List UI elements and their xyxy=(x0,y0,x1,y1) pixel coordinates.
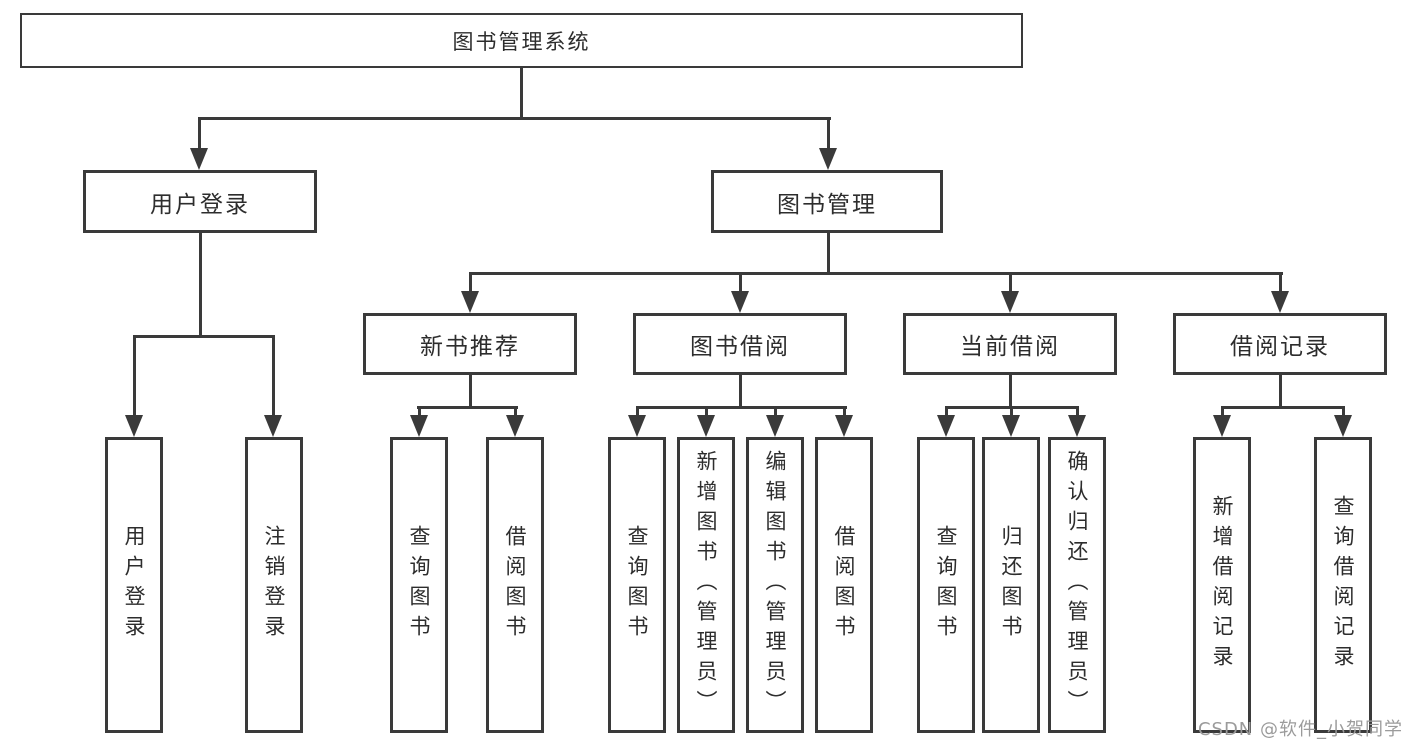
arrow-down-icon xyxy=(190,148,208,170)
leaf-query-book: 查询图书 xyxy=(390,437,448,733)
connector-line xyxy=(418,406,421,418)
connector-line xyxy=(133,335,275,338)
leaf-borrow-book: 借阅图书 xyxy=(486,437,544,733)
arrow-down-icon xyxy=(1002,415,1020,437)
arrow-down-icon xyxy=(835,415,853,437)
leaf-logout: 注销登录 xyxy=(245,437,303,733)
connector-line xyxy=(636,406,639,418)
leaf-add-book-admin: 新增图书（管理员） xyxy=(677,437,735,733)
leaf-add-borrow-record: 新增借阅记录 xyxy=(1193,437,1251,733)
node-root: 图书管理系统 xyxy=(20,13,1023,68)
connector-line xyxy=(272,335,275,417)
arrow-down-icon xyxy=(628,415,646,437)
connector-line xyxy=(1221,406,1345,409)
arrow-down-icon xyxy=(461,291,479,313)
leaf-query-borrow-record: 查询借阅记录 xyxy=(1314,437,1372,733)
connector-line xyxy=(199,233,202,338)
connector-line xyxy=(520,68,523,120)
connector-line xyxy=(1009,375,1012,409)
watermark: CSDN @软件_小贺同学 xyxy=(1197,719,1403,740)
connector-line xyxy=(705,406,708,418)
connector-line xyxy=(827,117,830,150)
connector-line xyxy=(198,117,201,150)
connector-line xyxy=(774,406,777,418)
arrow-down-icon xyxy=(410,415,428,437)
arrow-down-icon xyxy=(1334,415,1352,437)
connector-line xyxy=(843,406,846,418)
arrow-down-icon xyxy=(506,415,524,437)
leaf-edit-book-admin: 编辑图书（管理员） xyxy=(746,437,804,733)
node-current-borrow: 当前借阅 xyxy=(903,313,1117,375)
arrow-down-icon xyxy=(937,415,955,437)
connector-line xyxy=(469,375,472,409)
arrow-down-icon xyxy=(731,291,749,313)
arrow-down-icon xyxy=(1001,291,1019,313)
node-book-management: 图书管理 xyxy=(711,170,943,233)
connector-line xyxy=(469,272,472,294)
leaf-query-book: 查询图书 xyxy=(917,437,975,733)
arrow-down-icon xyxy=(697,415,715,437)
connector-line xyxy=(417,406,518,409)
arrow-down-icon xyxy=(819,148,837,170)
node-new-book-recommend: 新书推荐 xyxy=(363,313,577,375)
node-book-borrow: 图书借阅 xyxy=(633,313,847,375)
leaf-confirm-return-admin: 确认归还（管理员） xyxy=(1048,437,1106,733)
connector-line xyxy=(739,375,742,409)
connector-line xyxy=(133,335,136,417)
connector-line xyxy=(469,272,1283,275)
connector-line xyxy=(945,406,948,418)
leaf-query-book: 查询图书 xyxy=(608,437,666,733)
connector-line xyxy=(1342,406,1345,418)
connector-line xyxy=(1076,406,1079,418)
leaf-borrow-book: 借阅图书 xyxy=(815,437,873,733)
arrow-down-icon xyxy=(766,415,784,437)
connector-line xyxy=(1221,406,1224,418)
connector-line xyxy=(739,272,742,294)
arrow-down-icon xyxy=(1068,415,1086,437)
node-borrow-record: 借阅记录 xyxy=(1173,313,1387,375)
arrow-down-icon xyxy=(1213,415,1231,437)
arrow-down-icon xyxy=(264,415,282,437)
connector-line xyxy=(1010,406,1013,418)
node-user-login: 用户登录 xyxy=(83,170,317,233)
arrow-down-icon xyxy=(125,415,143,437)
leaf-user-login: 用户登录 xyxy=(105,437,163,733)
connector-line xyxy=(1279,375,1282,409)
connector-line xyxy=(1009,272,1012,294)
connector-line xyxy=(514,406,517,418)
connector-line xyxy=(199,117,831,120)
connector-line xyxy=(636,406,847,409)
leaf-return-book: 归还图书 xyxy=(982,437,1040,733)
arrow-down-icon xyxy=(1271,291,1289,313)
connector-line xyxy=(1279,272,1282,294)
connector-line xyxy=(827,233,830,275)
